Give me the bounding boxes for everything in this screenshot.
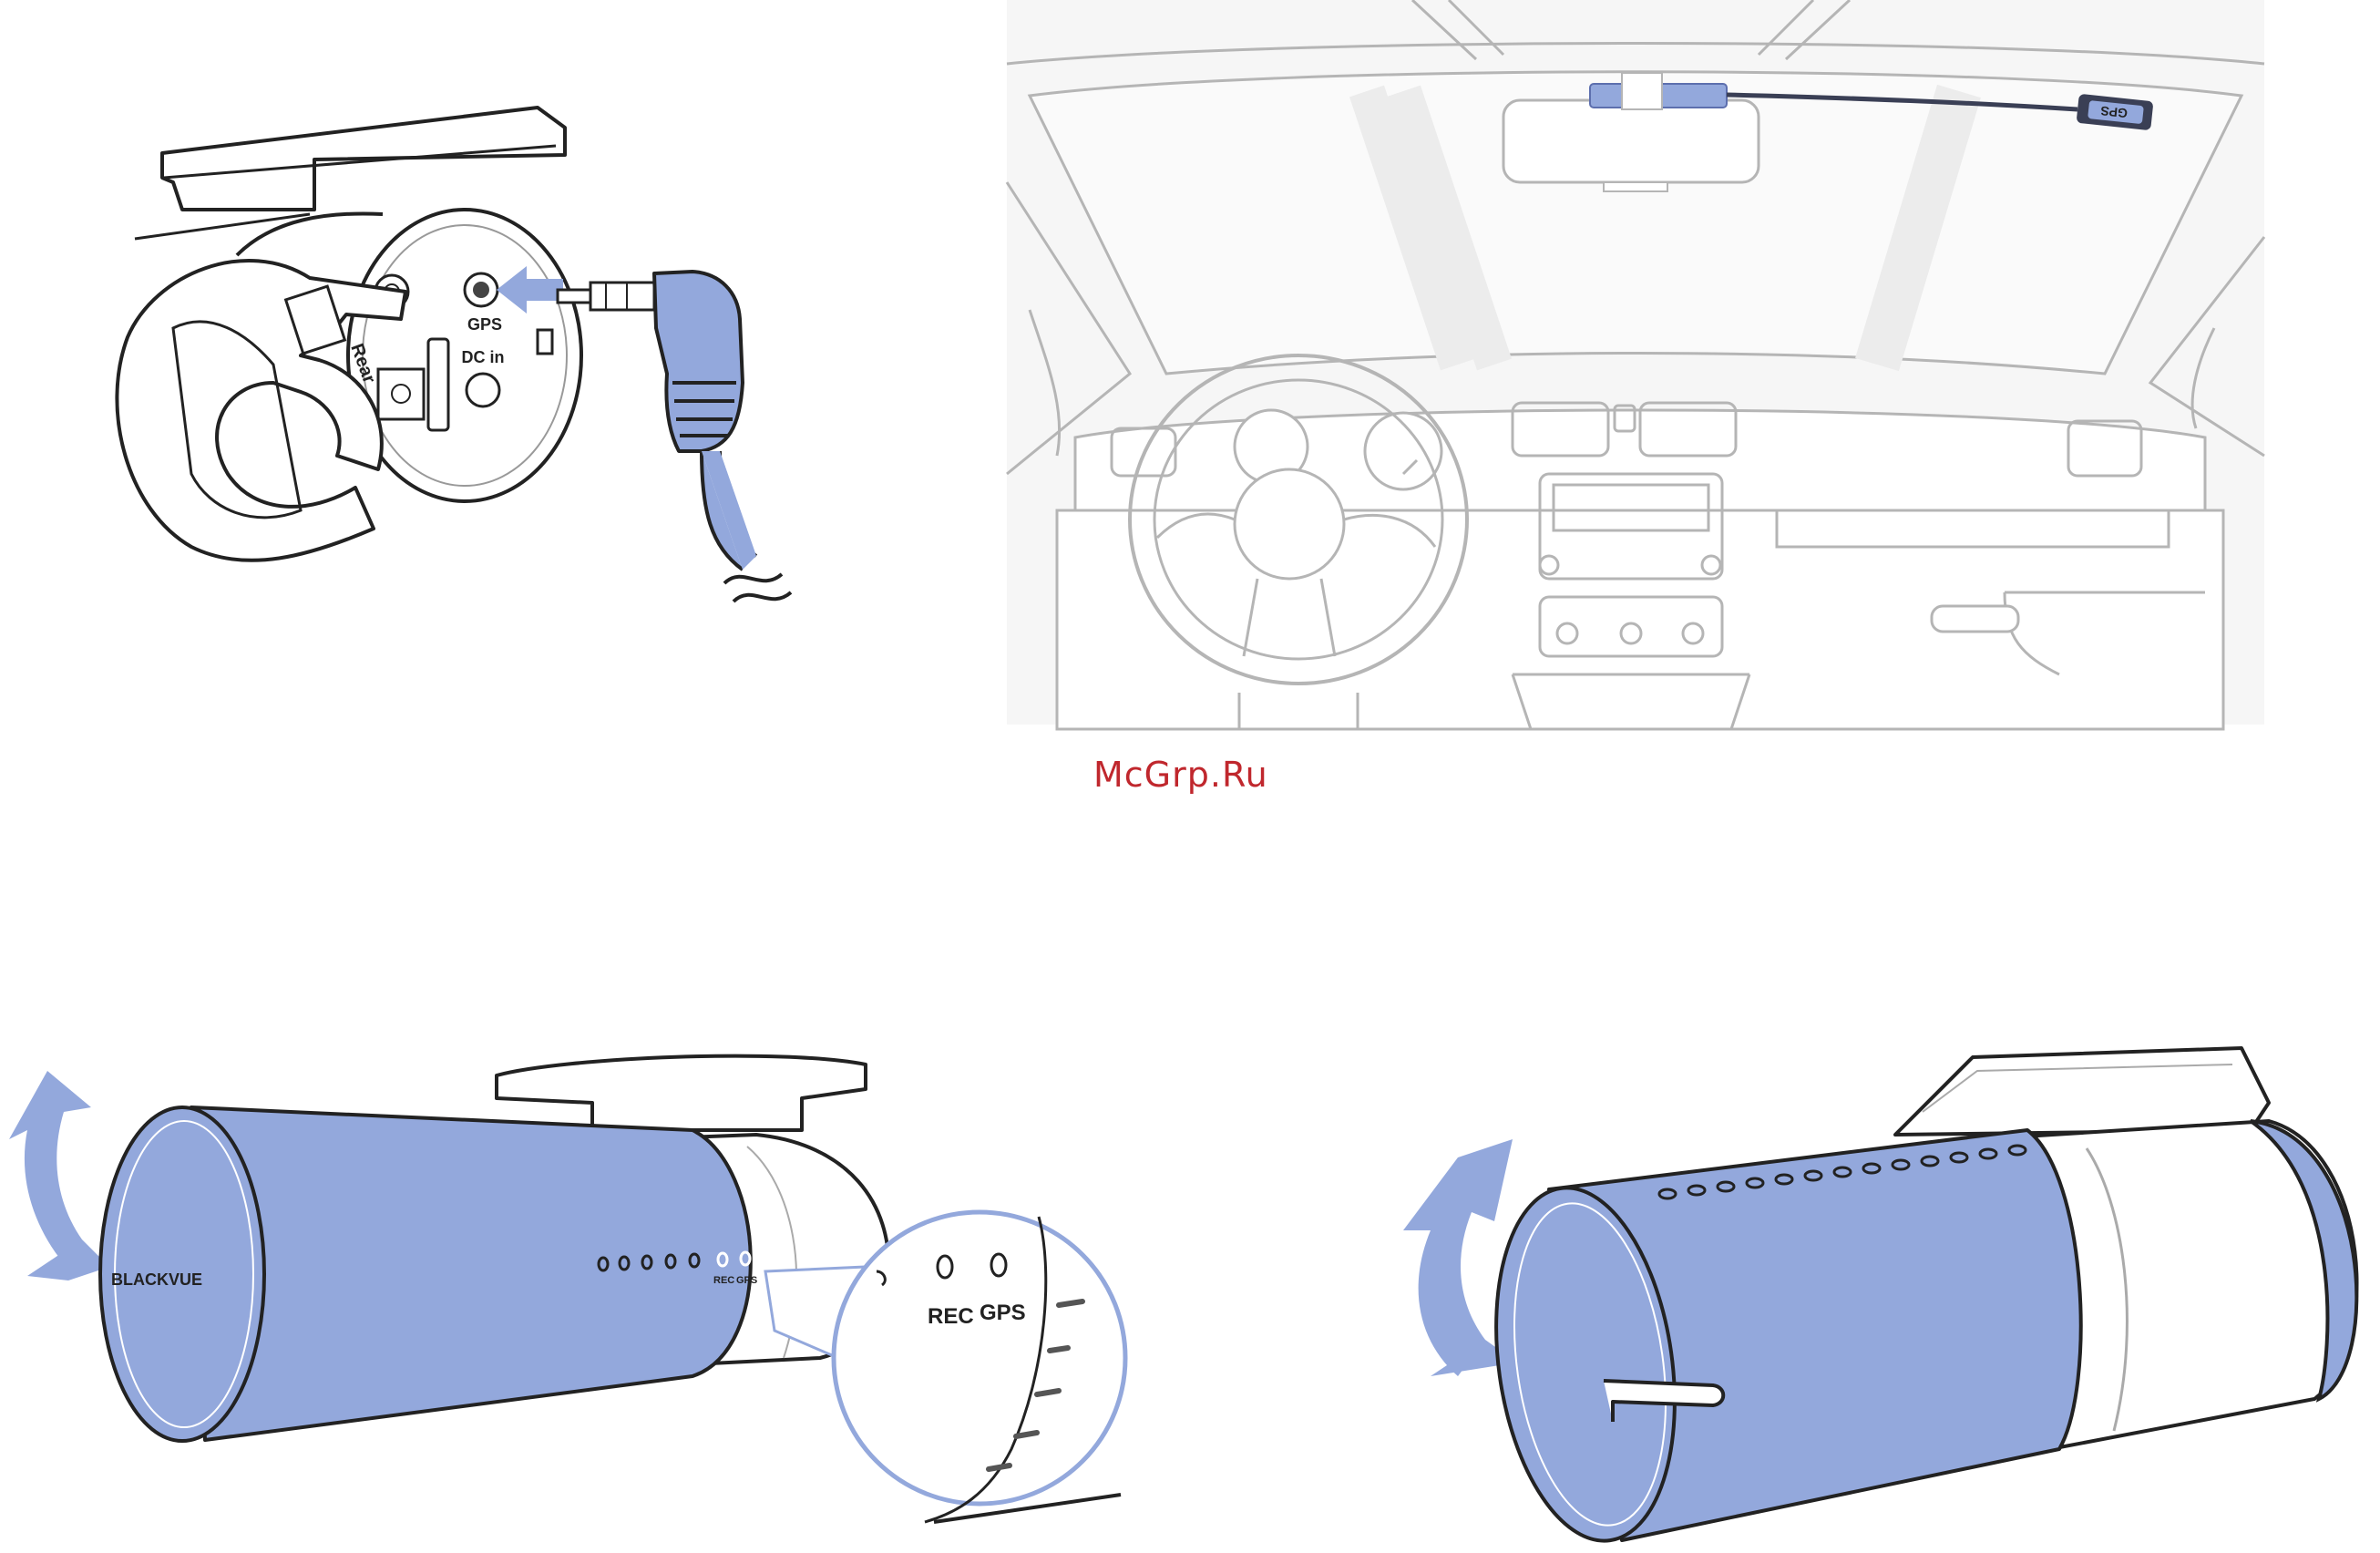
led-zoom-callout: REC GPS: [834, 1212, 1125, 1522]
brand-label: BLACKVUE: [111, 1270, 202, 1289]
gps-led-label: GPS: [736, 1275, 757, 1286]
gps-port: [465, 273, 498, 306]
dc-in-label: DC in: [462, 348, 505, 366]
panel-rotate-side: [1403, 1048, 2357, 1552]
rotate-arrow-left-icon: [9, 1071, 109, 1280]
panel-rotate-front: BLACKVUE REC GPS REC GPS: [9, 1056, 1125, 1522]
gps-zoom-label: GPS: [980, 1301, 1026, 1325]
gps-cable-plug: [558, 272, 791, 602]
rec-led-label: REC: [713, 1275, 734, 1286]
panel-car-interior: GPS: [1007, 0, 2264, 729]
gps-module-label: GPS: [2100, 104, 2129, 121]
rec-zoom-label: REC: [928, 1304, 974, 1329]
watermark: McGrp.Ru: [1093, 755, 1268, 795]
gps-port-label: GPS: [467, 315, 502, 334]
panel-gps-connection: GPS DC in Rear: [117, 108, 791, 602]
